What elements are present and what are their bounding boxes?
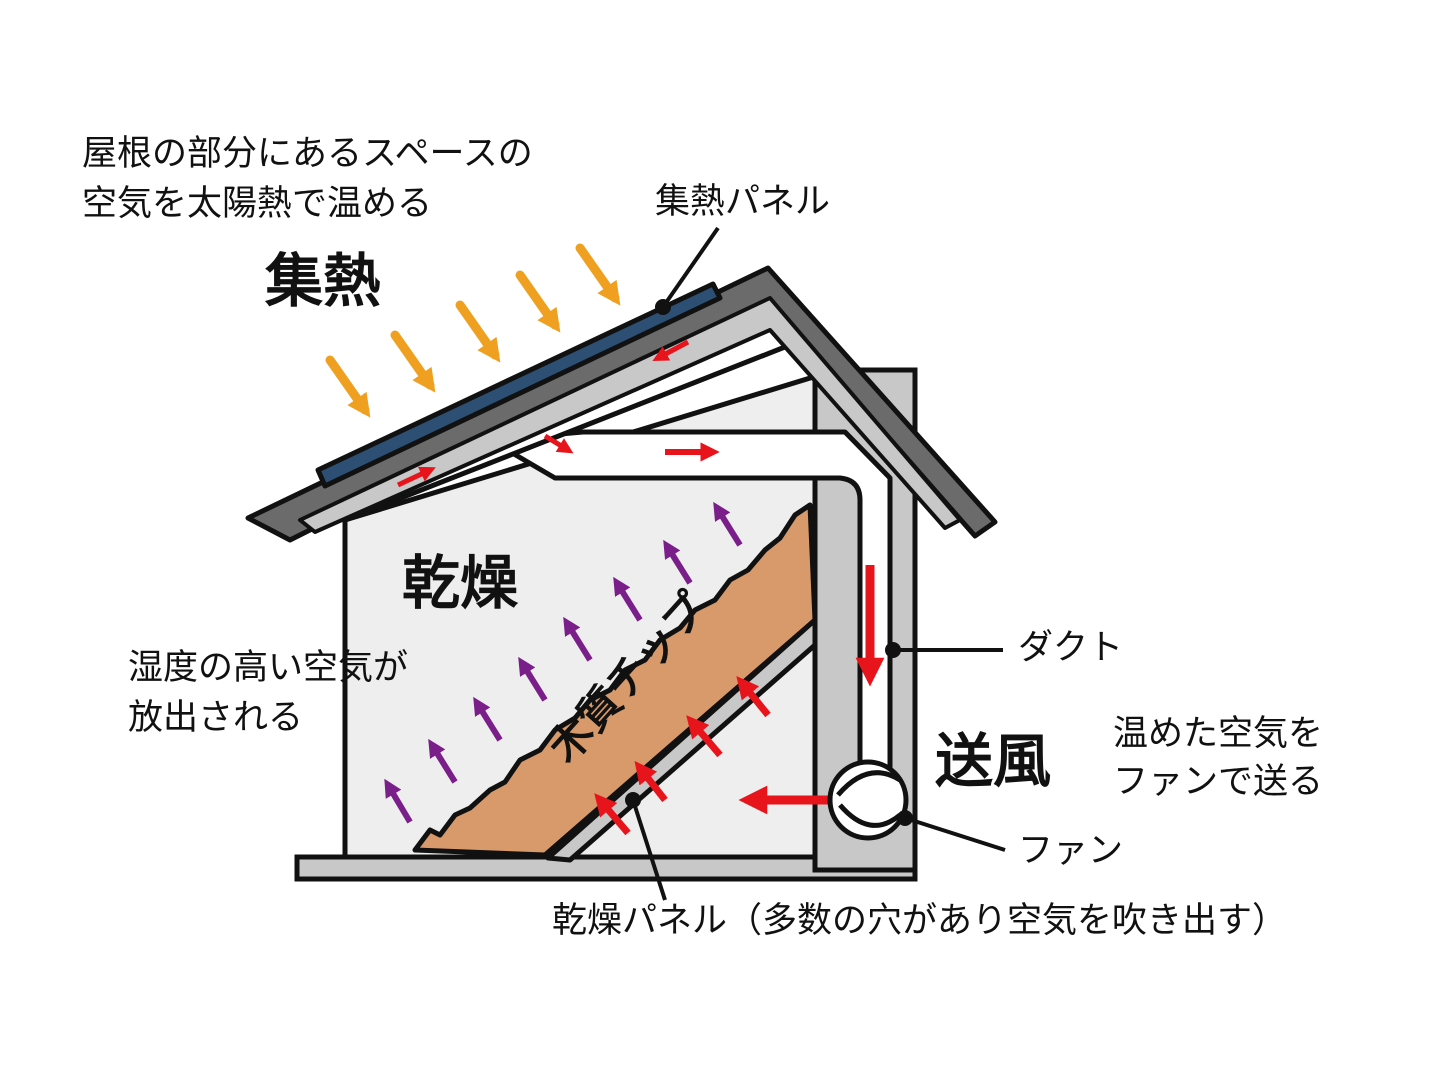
humid-air-arrow-icon xyxy=(563,616,593,662)
duct-pointer xyxy=(885,642,1003,658)
sun-ray-arrow-icon xyxy=(390,330,436,393)
sun-ray-arrow-icon xyxy=(515,270,561,333)
collector-panel-label: 集熱パネル xyxy=(655,182,831,222)
humid-air-flow xyxy=(384,501,743,824)
hot-air-flow xyxy=(396,339,885,836)
roof-sheathing xyxy=(245,265,998,543)
humid-air-arrow-icon xyxy=(428,738,458,784)
humid-air-arrow-icon xyxy=(518,656,548,702)
fan-leader xyxy=(904,816,1006,852)
collector-panel-leader xyxy=(661,226,720,309)
fan-label: ファン xyxy=(1018,831,1124,871)
humid-air-caption-line1: 湿度の高い空気が xyxy=(128,648,409,688)
drying-panel-leader xyxy=(631,799,667,901)
humid-air-arrow-icon xyxy=(613,576,643,622)
blowing-heading: 送風 xyxy=(935,727,1052,795)
hot-air-arrow-icon xyxy=(686,715,723,758)
hot-air-arrow-icon xyxy=(594,793,631,836)
hot-air-arrow-icon xyxy=(543,433,574,454)
humid-air-arrow-icon xyxy=(384,778,413,824)
hot-air-arrow-icon xyxy=(652,339,690,362)
wood-chip-pile xyxy=(412,502,818,858)
hot-air-arrow-icon xyxy=(736,676,771,718)
fan-caption-line2: ファンで送る xyxy=(1113,762,1324,802)
drying-heading: 乾燥 xyxy=(402,549,519,617)
fan-caption-line1: 温めた空気を xyxy=(1113,714,1324,754)
sun-ray-arrow-icon xyxy=(325,355,371,418)
sun-ray-arrow-icon xyxy=(575,243,621,306)
duct-label: ダクト xyxy=(1018,628,1124,668)
drying-panel-label: 乾燥パネル（多数の穴があり空気を吹き出す） xyxy=(552,901,1288,941)
fan-blade xyxy=(838,803,902,828)
humid-air-arrow-icon xyxy=(713,501,743,547)
roof-caption-line1: 屋根の部分にあるスペースの xyxy=(82,134,533,174)
sun-ray-arrow-icon xyxy=(455,300,501,363)
house-structure xyxy=(245,226,998,882)
solar-collector-panel xyxy=(315,281,723,489)
hot-air-arrow-icon xyxy=(396,466,436,488)
heat-collection-heading: 集熱 xyxy=(265,247,382,315)
humid-air-caption-line2: 放出される xyxy=(128,698,304,738)
hot-air-arrow-icon xyxy=(634,760,668,803)
roof-inner-layer xyxy=(298,296,962,534)
humid-air-arrow-icon xyxy=(663,539,693,585)
roof-caption-line2: 空気を太陽熱で温める xyxy=(82,184,433,224)
humid-air-arrow-icon xyxy=(473,696,503,742)
fan-blade xyxy=(836,770,902,797)
sun-ray-arrow-icon xyxy=(325,243,621,418)
fan-icon xyxy=(827,759,1006,852)
